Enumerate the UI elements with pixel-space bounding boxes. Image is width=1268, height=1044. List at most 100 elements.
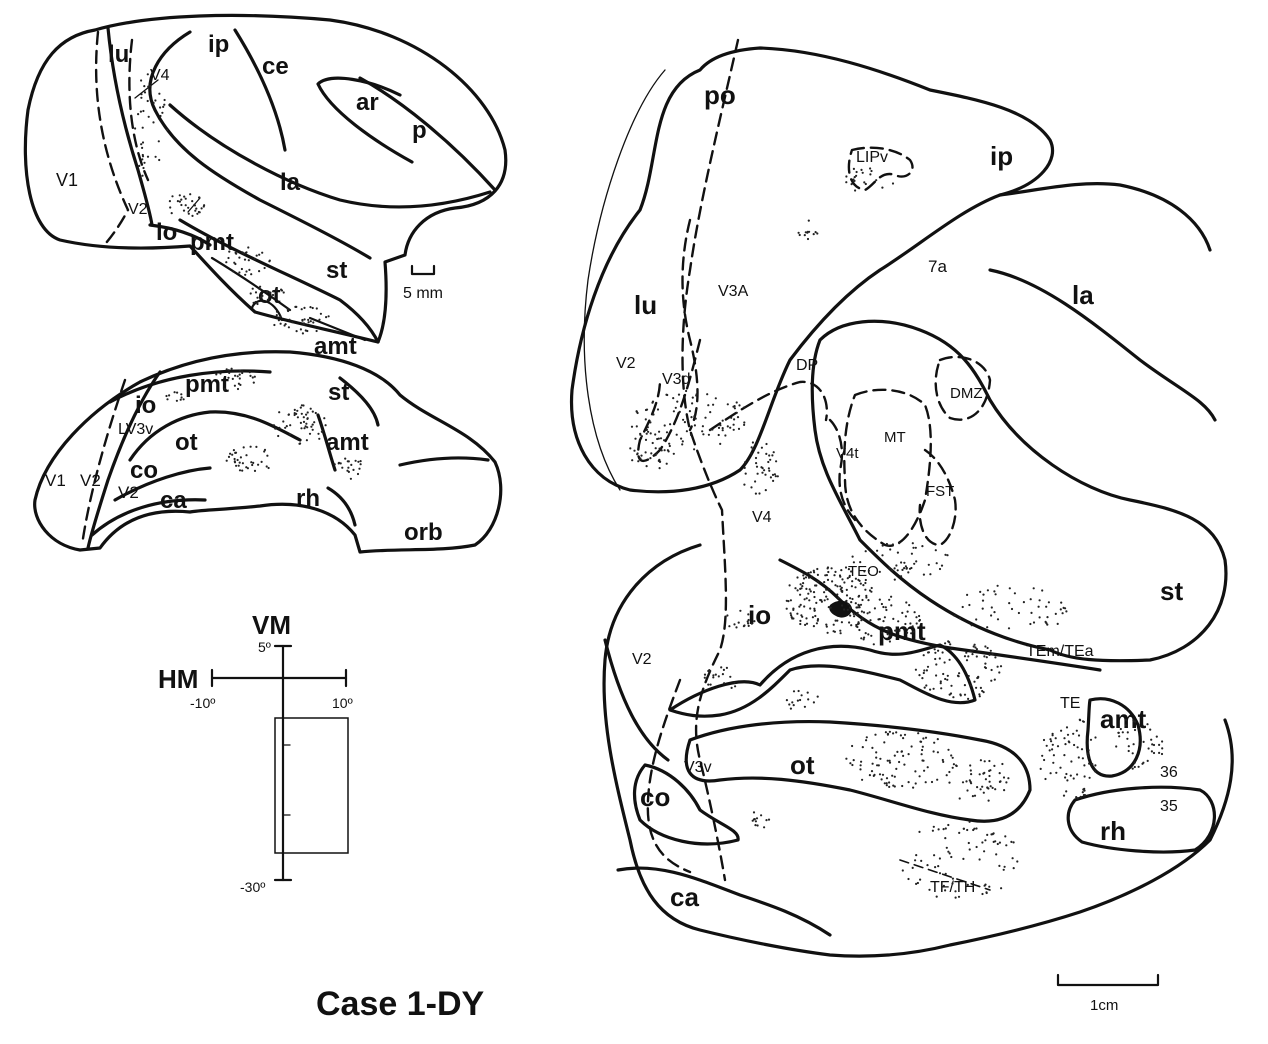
labeled-cell-dot — [935, 663, 938, 666]
labeled-cell-dot — [1066, 733, 1070, 736]
labeled-cell-dot — [861, 778, 864, 781]
labeled-cell-dot — [853, 615, 856, 618]
labeled-cell-dot — [180, 396, 183, 399]
labeled-cell-dot — [864, 581, 867, 585]
flatmap-label-dmz: DMZ — [950, 385, 983, 402]
flatmap-label-ot: ot — [790, 750, 815, 780]
labeled-cell-dot — [888, 781, 891, 784]
labeled-cell-dot — [802, 574, 805, 577]
labeled-cell-dot — [937, 865, 940, 868]
ventral-label-rh: rh — [296, 485, 320, 512]
labeled-cell-dot — [864, 182, 867, 186]
labeled-cell-dot — [990, 833, 993, 836]
labeled-cell-dot — [357, 460, 360, 463]
labeled-cell-dot — [939, 680, 942, 683]
labeled-cell-dot — [813, 607, 816, 610]
labeled-cell-dot — [852, 759, 855, 762]
labeled-cell-dot — [933, 741, 936, 744]
labeled-cell-dot — [802, 582, 805, 585]
labeled-cell-dot — [1150, 750, 1153, 753]
scale-bar-5mm — [410, 264, 436, 276]
labeled-cell-dot — [259, 285, 262, 288]
labeled-cell-dot — [969, 650, 972, 653]
labeled-cell-dot — [726, 614, 729, 617]
labeled-cell-dot — [146, 155, 150, 158]
labeled-cell-dot — [854, 189, 857, 192]
labeled-cell-dot — [856, 606, 860, 609]
labeled-cell-dot — [813, 595, 816, 599]
labeled-cell-dot — [325, 316, 328, 319]
labeled-cell-dot — [733, 418, 736, 421]
labeled-cell-dot — [691, 402, 694, 405]
labeled-cell-dot — [890, 595, 893, 598]
labeled-cell-dot — [916, 881, 920, 885]
labeled-cell-dot — [904, 615, 908, 618]
labeled-cell-dot — [865, 594, 868, 598]
labeled-cell-dot — [967, 697, 970, 701]
labeled-cell-dot — [1131, 752, 1134, 755]
labeled-cell-dot — [958, 672, 961, 675]
labeled-cell-dot — [856, 611, 859, 614]
labeled-cell-dot — [685, 389, 688, 393]
labeled-cell-dot — [785, 699, 789, 702]
labeled-cell-dot — [981, 607, 984, 610]
labeled-cell-dot — [1147, 747, 1150, 750]
labeled-cell-dot — [654, 433, 657, 436]
flatmap-sts-bank — [810, 319, 1228, 663]
labeled-cell-dot — [986, 646, 989, 650]
labeled-cell-dot — [951, 882, 954, 885]
labeled-cell-dot — [807, 219, 810, 222]
labeled-cell-dot — [948, 781, 951, 784]
labeled-cell-dot — [268, 259, 271, 262]
labeled-cell-dot — [968, 820, 971, 823]
labeled-cell-dot — [154, 99, 157, 102]
labeled-cell-dot — [202, 205, 205, 208]
labeled-cell-dot — [956, 674, 960, 677]
labeled-cell-dot — [232, 270, 235, 273]
labeled-cell-dot — [296, 416, 299, 419]
labeled-cell-dot — [1066, 779, 1069, 782]
labeled-cell-dot — [175, 399, 178, 402]
labeled-cell-dot — [826, 578, 830, 582]
labeled-cell-dot — [901, 869, 904, 872]
labeled-cell-dot — [918, 614, 921, 618]
labeled-cell-dot — [989, 785, 992, 788]
amt-sulcus — [308, 316, 367, 342]
flatmap-outer-thin-contour — [583, 69, 666, 491]
labeled-cell-dot — [317, 432, 320, 435]
labeled-cell-dot — [272, 424, 275, 427]
labeled-cell-dot — [649, 457, 652, 460]
labeled-cell-dot — [293, 408, 296, 411]
labeled-cell-dot — [846, 577, 849, 580]
labeled-cell-dot — [966, 789, 969, 792]
labeled-cell-dot — [879, 757, 882, 760]
labeled-cell-dot — [1161, 747, 1164, 750]
labeled-cell-dot — [918, 674, 921, 677]
labeled-cell-dot — [138, 164, 141, 167]
ventral-label-v1: V1 — [45, 471, 66, 490]
labeled-cell-dot — [975, 845, 978, 849]
labeled-cell-dot — [929, 646, 933, 649]
labeled-cell-dot — [233, 384, 236, 387]
labeled-cell-dot — [990, 679, 993, 682]
labeled-cell-dot — [305, 413, 308, 416]
labeled-cell-dot — [921, 748, 924, 752]
labeled-cell-dot — [809, 571, 812, 574]
labeled-cell-dot — [925, 669, 929, 672]
labeled-cell-dot — [669, 423, 672, 426]
labeled-cell-dot — [840, 569, 843, 572]
labeled-cell-dot — [906, 610, 909, 613]
labeled-cell-dot — [251, 463, 254, 467]
labeled-cell-dot — [875, 179, 878, 182]
labeled-cell-dot — [324, 424, 327, 427]
labeled-cell-dot — [752, 818, 756, 821]
labeled-cell-dot — [865, 596, 868, 599]
labeled-cell-dot — [709, 428, 712, 431]
labeled-cell-dot — [804, 623, 807, 627]
labeled-cell-dot — [860, 760, 863, 763]
labeled-cell-dot — [239, 369, 242, 372]
labeled-cell-dot — [970, 624, 973, 627]
labeled-cell-dot — [1059, 608, 1062, 611]
labeled-cell-dot — [982, 691, 985, 694]
labeled-cell-dot — [825, 588, 828, 591]
